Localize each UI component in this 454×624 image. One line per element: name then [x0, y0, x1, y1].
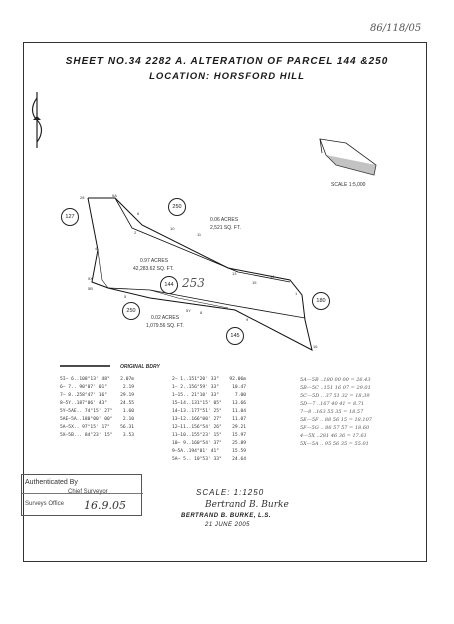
- surveyor-signature: Bertrand B. Burke: [205, 500, 289, 510]
- area-sqft: 1,079.56 SQ. FT.: [146, 323, 184, 329]
- parcel-circle: 145: [226, 327, 244, 345]
- survey-date: 21 JUNE 2005: [205, 522, 251, 528]
- parcel-circle: 180: [312, 292, 330, 310]
- bearings-table-handwritten: 5A—5B ..180 00 00 = 26.43 5B—5C ..151 16…: [300, 377, 372, 447]
- point-label: 5X: [88, 276, 93, 281]
- parcel-circle: 250: [168, 198, 186, 216]
- area-acres: 0.02 ACRES: [151, 315, 180, 321]
- point-label: 10: [170, 226, 175, 231]
- area-sqft: 42,283.62 SQ. FT.: [133, 266, 174, 272]
- point-label: 5: [124, 294, 127, 299]
- point-label: 6: [137, 211, 140, 216]
- key-map-scale: SCALE 1:5,000: [331, 182, 366, 188]
- handwritten-parcel-number: 253: [182, 276, 205, 290]
- stamp-office: Surveys Office: [25, 501, 64, 507]
- point-label: 2: [134, 230, 137, 235]
- survey-plan: [87, 197, 313, 351]
- surveyor-name: BERTRAND B. BURKE, L.S.: [181, 513, 272, 519]
- legend-line-icon: [60, 365, 110, 367]
- sheet-border: [23, 42, 427, 562]
- point-label: 15: [252, 280, 257, 285]
- area-sqft: 2,521 SQ. FT.: [210, 225, 241, 231]
- sheet-title: SHEET NO.34 2282 A. ALTERATION OF PARCEL…: [65, 56, 389, 67]
- bearings-table-left: 5I— 6..108°13' 48"2.07m 6— 7.. 90°07' 01…: [60, 377, 134, 438]
- area-acres: 0.06 ACRES: [210, 217, 239, 223]
- bearings-table-middle: 2— 1..151°20' 33"92.06m 1— 2..156°59' 33…: [172, 377, 246, 462]
- point-label: 4: [95, 246, 98, 251]
- legend-label: ORIGINAL BDRY: [120, 364, 160, 370]
- point-label: 5B: [88, 286, 93, 291]
- stamp-authenticated-label: Authenticated By: [25, 479, 78, 486]
- north-arrow-icon: [31, 92, 43, 148]
- parcel-circle: 250: [122, 302, 140, 320]
- point-label: 5Y: [186, 308, 191, 313]
- parcel-circle: 127: [61, 208, 79, 226]
- corner-file-note: 86/118/05: [370, 23, 422, 34]
- point-label: 8: [200, 310, 203, 315]
- point-label: 14: [270, 274, 275, 279]
- location-title: LOCATION: HORSFORD HILL: [149, 71, 305, 82]
- point-label: 9: [246, 317, 249, 322]
- plan-scale: SCALE: 1:1250: [196, 488, 265, 497]
- point-label: 16: [313, 344, 318, 349]
- area-acres: 0.97 ACRES: [140, 258, 169, 264]
- parcel-circle: 144: [160, 276, 178, 294]
- point-label: 28: [80, 195, 85, 200]
- point-label: 11: [197, 232, 202, 237]
- point-label: 5A: [112, 193, 117, 198]
- stamp-date: 16.9.05: [84, 499, 126, 512]
- key-map: [319, 138, 377, 176]
- stamp-chief-surveyor: Chief Surveyor: [68, 489, 108, 495]
- point-label: 1: [295, 291, 298, 296]
- point-label: 13: [232, 271, 237, 276]
- authentication-stamp: Authenticated By Chief Surveyor Surveys …: [21, 474, 143, 516]
